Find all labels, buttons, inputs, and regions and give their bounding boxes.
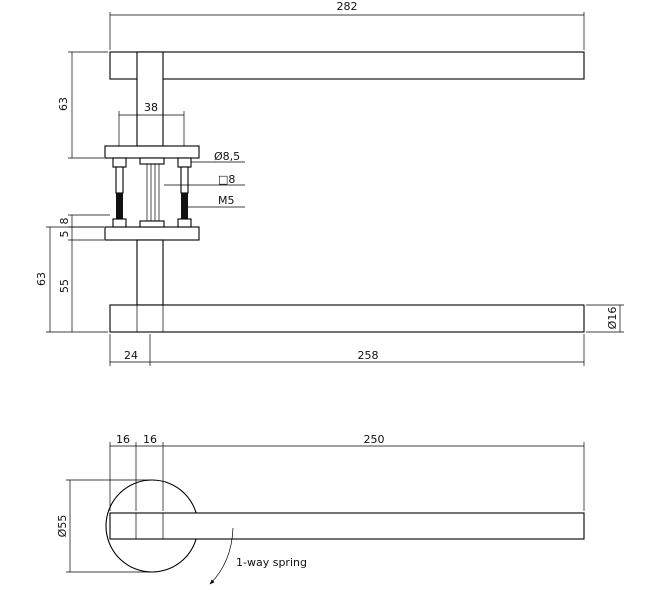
upper-rose-plate	[104, 145, 200, 159]
right-bolt-shank	[180, 166, 189, 194]
callouts: Ø8,5 □8 M5	[164, 150, 245, 208]
lower-lever	[109, 239, 585, 333]
rose-thickness-a-text: 8	[58, 218, 71, 225]
dim-upper-height-text: 63	[57, 97, 70, 111]
plan-lever-bar	[109, 512, 585, 540]
lower-lever-neck	[136, 239, 164, 306]
right-bolt-thread	[181, 193, 188, 220]
dim-bar-diameter: Ø16	[586, 304, 624, 333]
dim-lower-height-outer-text: 63	[35, 272, 48, 286]
dim-bolt-spacing-text: 38	[144, 101, 158, 114]
rose-assembly	[104, 145, 200, 241]
left-bolt-thread	[116, 193, 123, 220]
dim-plan-lengths: 16 16 250	[109, 433, 585, 511]
dim-top-length: 282	[109, 0, 585, 50]
upper-lever-bar	[109, 51, 585, 80]
dim-neck-offset-text: 24	[124, 349, 138, 362]
spindle-bottom-collar	[139, 220, 165, 228]
dim-bottom-lengths: 24 258	[109, 334, 585, 366]
plan-bar-length-text: 250	[364, 433, 385, 446]
screw-thread-text: M5	[218, 194, 235, 207]
left-bolt-head	[112, 157, 127, 168]
spindle-square-text: □8	[218, 173, 235, 186]
dim-lower-heights: 63 55	[35, 226, 108, 333]
left-bolt-nut	[112, 218, 127, 228]
dim-upper-height: 63	[57, 51, 108, 159]
upper-lever	[109, 51, 585, 147]
dim-bolt-spacing: 38	[118, 101, 185, 150]
plan-neck-a-text: 16	[116, 433, 130, 446]
lower-rose-plate	[104, 226, 200, 241]
dim-top-length-text: 282	[337, 0, 358, 13]
hole-diameter-text: Ø8,5	[214, 150, 240, 163]
right-bolt-head	[177, 157, 192, 168]
dim-rose-thickness: 8 5	[58, 214, 110, 241]
dim-bar-diameter-text: Ø16	[606, 307, 619, 330]
spring-note-text: 1-way spring	[236, 556, 307, 569]
spring-direction-arrow	[209, 527, 234, 585]
right-bolt-nut	[177, 218, 192, 228]
plan-view: 1-way spring	[105, 479, 585, 585]
dim-rose-diameter: Ø55	[56, 479, 152, 573]
left-bolt-shank	[115, 166, 124, 194]
plan-neck-b-text: 16	[143, 433, 157, 446]
upper-lever-neck	[136, 51, 164, 147]
spindle-top-collar	[139, 157, 165, 165]
rose-thickness-b-text: 5	[58, 231, 71, 238]
dim-lower-height-inner-text: 55	[58, 279, 71, 293]
dim-rose-diameter-text: Ø55	[56, 515, 69, 538]
dim-bar-length-text: 258	[358, 349, 379, 362]
lower-lever-bar	[109, 304, 585, 333]
